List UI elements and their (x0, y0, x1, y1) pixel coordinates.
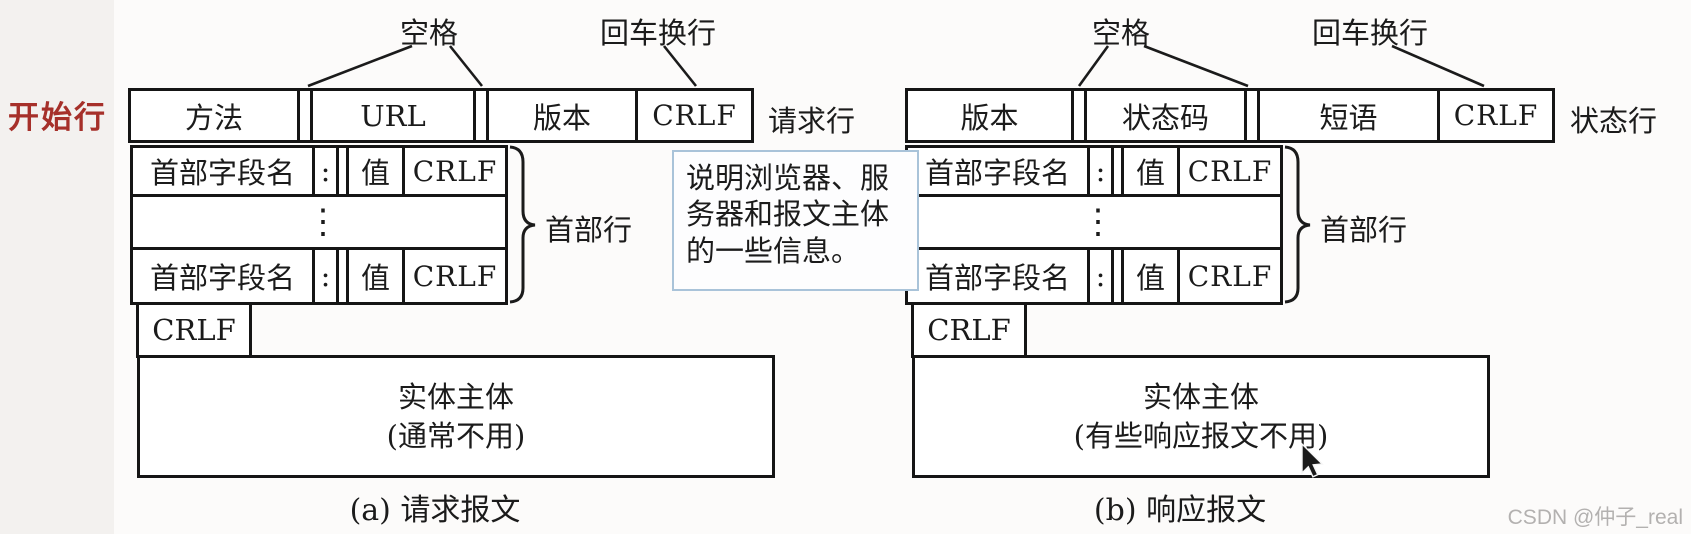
status-line-row: 版本 状态码 短语 CRLF (905, 88, 1555, 143)
curly-brace (509, 145, 536, 304)
status-line-label: 状态行 (1570, 104, 1658, 138)
ellipsis-row: ⋮ (905, 194, 1283, 250)
crlf-cell: CRLF (412, 259, 498, 293)
space-gap-cell (1247, 91, 1260, 140)
value-cell: 值 (1124, 148, 1180, 194)
crlf-annotation-left: 回车换行 (600, 16, 717, 50)
caption-request: (a) 请求报文 (349, 493, 521, 528)
status-code-cell: 状态码 (1087, 91, 1247, 140)
value-cell: 值 (349, 148, 405, 194)
phrase-cell: 短语 (1260, 91, 1440, 140)
space-gap-cell (300, 91, 313, 140)
request-line-label: 请求行 (768, 104, 856, 138)
url-cell: URL (313, 91, 476, 140)
crlf-cell: CRLF (652, 99, 737, 132)
space-gap-cell (339, 148, 349, 194)
header-lines-label: 首部行 (1320, 213, 1408, 247)
entity-body-title: 实体主体 (397, 380, 514, 415)
crlf-annotation-right: 回车换行 (1312, 16, 1429, 50)
header-name-cell: 首部字段名 (133, 148, 315, 194)
space-annotation-left: 空格 (400, 16, 459, 50)
annotation-pointer-lines (307, 44, 1485, 88)
header-name-cell: 首部字段名 (908, 250, 1090, 302)
value-cell: 值 (1124, 250, 1180, 302)
crlf-cell: CRLF (1187, 259, 1273, 293)
crlf-cell: CRLF (412, 154, 498, 188)
space-annotation-right: 空格 (1092, 16, 1151, 50)
entity-body-title: 实体主体 (1142, 380, 1259, 415)
entity-body-box: 实体主体 (有些响应报文不用) (912, 355, 1490, 478)
ellipsis-row: ⋮ (130, 194, 508, 250)
space-gap-cell (1114, 250, 1124, 302)
page-left-margin (0, 0, 114, 534)
entity-body-note: (通常不用) (386, 418, 526, 453)
header-field-row: 首部字段名 : 值 CRLF (905, 247, 1283, 305)
entity-body-box: 实体主体 (通常不用) (137, 355, 775, 478)
note-box: 说明浏览器、服务器和报文主体的一些信息。 (672, 150, 919, 291)
colon-cell: : (315, 250, 339, 302)
method-cell: 方法 (131, 91, 300, 140)
crlf-cell: CRLF (1187, 154, 1273, 188)
header-field-row: 首部字段名 : 值 CRLF (130, 145, 508, 197)
header-lines-label: 首部行 (545, 213, 633, 247)
version-cell: 版本 (489, 91, 638, 140)
blank-crlf-box: CRLF (136, 302, 252, 358)
header-name-cell: 首部字段名 (133, 250, 315, 302)
space-gap-cell (1074, 91, 1087, 140)
space-gap-cell (476, 91, 489, 140)
caption-response: (b) 响应报文 (1093, 493, 1267, 528)
entity-body-note: (有些响应报文不用) (1073, 418, 1329, 453)
space-gap-cell (1114, 148, 1124, 194)
version-cell: 版本 (908, 91, 1074, 140)
crlf-cell: CRLF (1453, 99, 1539, 132)
header-name-cell: 首部字段名 (908, 148, 1090, 194)
space-gap-cell (339, 250, 349, 302)
value-cell: 值 (349, 250, 405, 302)
curly-brace (1284, 145, 1311, 304)
colon-cell: : (1090, 250, 1114, 302)
header-field-row: 首部字段名 : 值 CRLF (905, 145, 1283, 197)
header-field-row: 首部字段名 : 值 CRLF (130, 247, 508, 305)
start-line-label: 开始行 (8, 100, 107, 136)
colon-cell: : (315, 148, 339, 194)
vertical-dots: ⋮ (306, 202, 340, 242)
blank-crlf-box: CRLF (911, 302, 1027, 358)
vertical-dots: ⋮ (1081, 202, 1115, 242)
colon-cell: : (1090, 148, 1114, 194)
request-line-row: 方法 URL 版本 CRLF (128, 88, 754, 143)
watermark: CSDN @仲子_real (1507, 506, 1683, 529)
